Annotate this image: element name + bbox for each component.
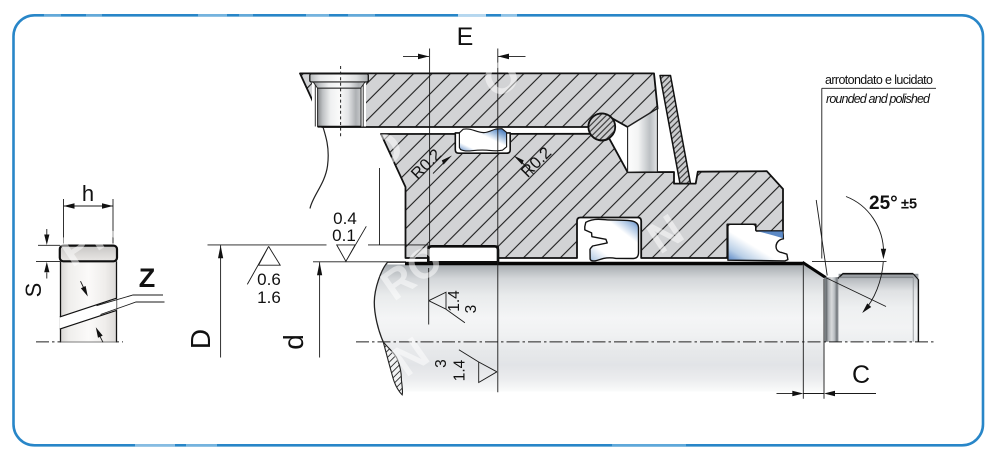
svg-text:0.1: 0.1 <box>332 226 356 245</box>
svg-text:0.4: 0.4 <box>333 209 357 228</box>
svg-text:rounded and polished: rounded and polished <box>826 92 931 106</box>
svg-text:3: 3 <box>433 359 450 368</box>
svg-text:S: S <box>21 283 46 298</box>
svg-text:3: 3 <box>463 305 480 314</box>
svg-text:1.6: 1.6 <box>257 288 281 307</box>
svg-text:1.4: 1.4 <box>452 359 469 381</box>
svg-text:0.6: 0.6 <box>257 270 281 289</box>
svg-text:±5: ±5 <box>901 197 917 213</box>
svg-text:h: h <box>82 181 94 206</box>
svg-text:25°: 25° <box>869 193 898 214</box>
svg-text:d: d <box>278 334 309 350</box>
svg-text:D: D <box>185 329 216 349</box>
svg-text:1.4: 1.4 <box>446 290 463 312</box>
svg-text:Z: Z <box>139 263 156 293</box>
svg-text:arrotondato e lucidato: arrotondato e lucidato <box>825 73 933 87</box>
svg-text:C: C <box>852 361 870 389</box>
svg-text:E: E <box>457 23 474 51</box>
